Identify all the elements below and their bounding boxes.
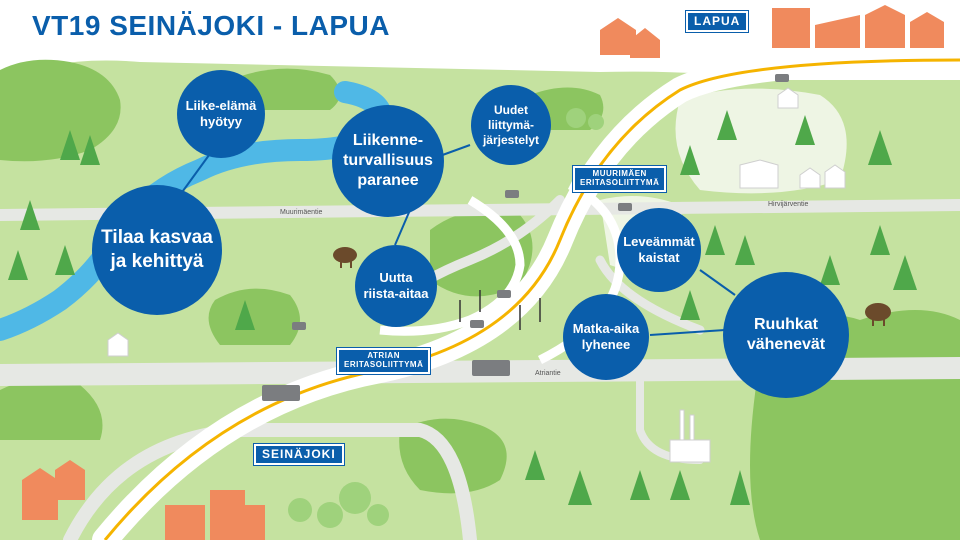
buildings-lapua <box>600 5 944 58</box>
sign-atrian-eritasoliittyma: ATRIAN ERITASOLIITTYMÄ <box>335 347 432 375</box>
round-trees <box>288 108 604 528</box>
bubble-matka-aika: Matka-aika lyhenee <box>563 294 649 380</box>
road-label-hirvijarventie: Hirvijärventie <box>768 201 809 208</box>
bubble-ruuhkat: Ruuhkat vähenevät <box>723 272 849 398</box>
game-fence <box>459 290 541 330</box>
bubble-liikenneturvallisuus: Liikenne- turvallisuus paranee <box>332 105 444 217</box>
bubble-liittymajarjestelyt: Uudet liittymä- järjestelyt <box>471 85 551 165</box>
grey-buildings <box>107 87 846 463</box>
bubble-riista-aitaa: Uutta riista-aitaa <box>355 245 437 327</box>
road-label-muurimaentie: Muurimäentie <box>280 209 323 216</box>
buildings-seinajoki <box>22 460 265 540</box>
sign-lapua: LAPUA <box>684 9 750 34</box>
road-label-atriantie: Atriantie <box>535 370 561 377</box>
bubble-liike-elama: Liike-elämä hyötyy <box>177 70 265 158</box>
sign-seinajoki: SEINÄJOKI <box>253 442 345 467</box>
sign-muurimaen-eritasoliittyma: MUURIMÄEN ERITASOLIITTYMÄ <box>571 165 668 193</box>
bubble-tilaa-kasvaa: Tilaa kasvaa ja kehittyä <box>92 185 222 315</box>
trees <box>8 110 917 505</box>
page-title: VT19 SEINÄJOKI - LAPUA <box>32 10 390 41</box>
moose <box>333 247 891 326</box>
bubble-leveammat-kaistat: Leveämmät kaistat <box>617 208 701 292</box>
vehicles <box>262 74 789 401</box>
